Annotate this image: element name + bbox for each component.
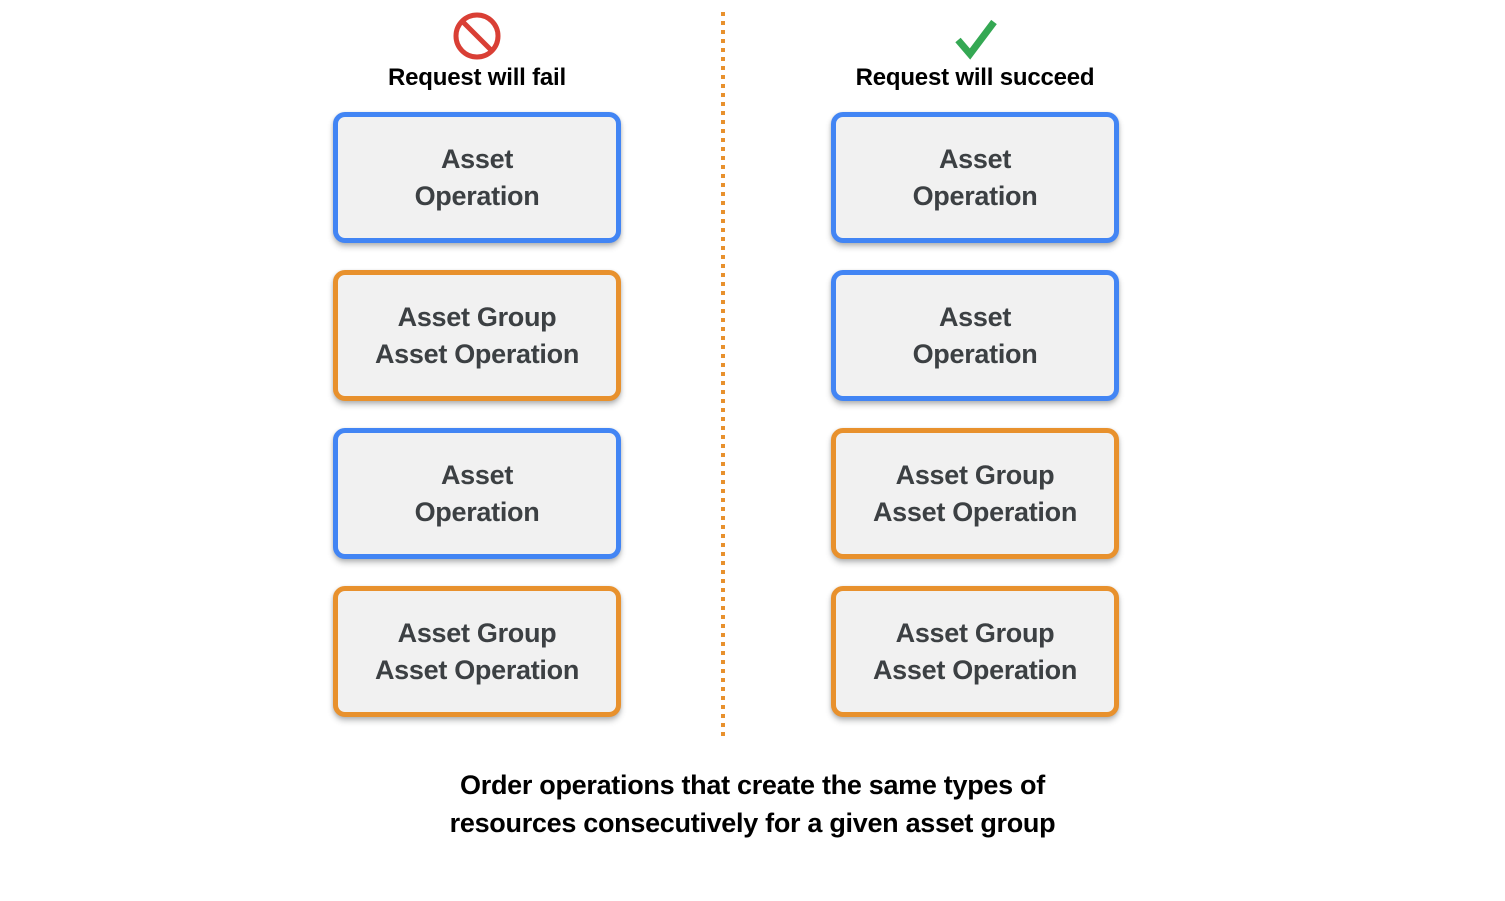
- operation-stack-fail: Asset Operation Asset Group Asset Operat…: [333, 112, 621, 744]
- operation-box-label: Asset Operation: [912, 301, 1038, 369]
- operation-box: Asset Group Asset Operation: [333, 586, 621, 717]
- operation-box: Asset Operation: [831, 270, 1119, 401]
- column-request-will-succeed: Request will succeed Asset Operation Ass…: [795, 0, 1155, 760]
- operation-box-label: Asset Operation: [414, 459, 540, 527]
- operation-box-label: Asset Operation: [912, 143, 1038, 211]
- operation-box: Asset Operation: [333, 428, 621, 559]
- operation-box: Asset Group Asset Operation: [333, 270, 621, 401]
- column-header-succeed: Request will succeed: [795, 10, 1155, 92]
- operation-box-label: Asset Group Asset Operation: [872, 617, 1078, 685]
- operation-stack-succeed: Asset Operation Asset Operation Asset Gr…: [831, 112, 1119, 744]
- diagram-caption: Order operations that create the same ty…: [449, 770, 1056, 838]
- column-divider: [721, 12, 725, 736]
- operation-box: Asset Operation: [333, 112, 621, 243]
- checkmark-icon: [955, 19, 997, 60]
- operation-box: Asset Operation: [831, 112, 1119, 243]
- prohibition-icon: [453, 12, 501, 60]
- operation-box: Asset Group Asset Operation: [831, 428, 1119, 559]
- column-request-will-fail: Request will fail Asset Operation Asset …: [297, 0, 657, 760]
- operation-box-label: Asset Group Asset Operation: [374, 301, 580, 369]
- operation-box-label: Asset Group Asset Operation: [872, 459, 1078, 527]
- operation-box-label: Asset Operation: [414, 143, 540, 211]
- operation-box: Asset Group Asset Operation: [831, 586, 1119, 717]
- operation-box-label: Asset Group Asset Operation: [374, 617, 580, 685]
- column-header-fail: Request will fail: [297, 10, 657, 92]
- column-header-label-succeed: Request will succeed: [855, 64, 1095, 91]
- column-header-label-fail: Request will fail: [388, 64, 566, 91]
